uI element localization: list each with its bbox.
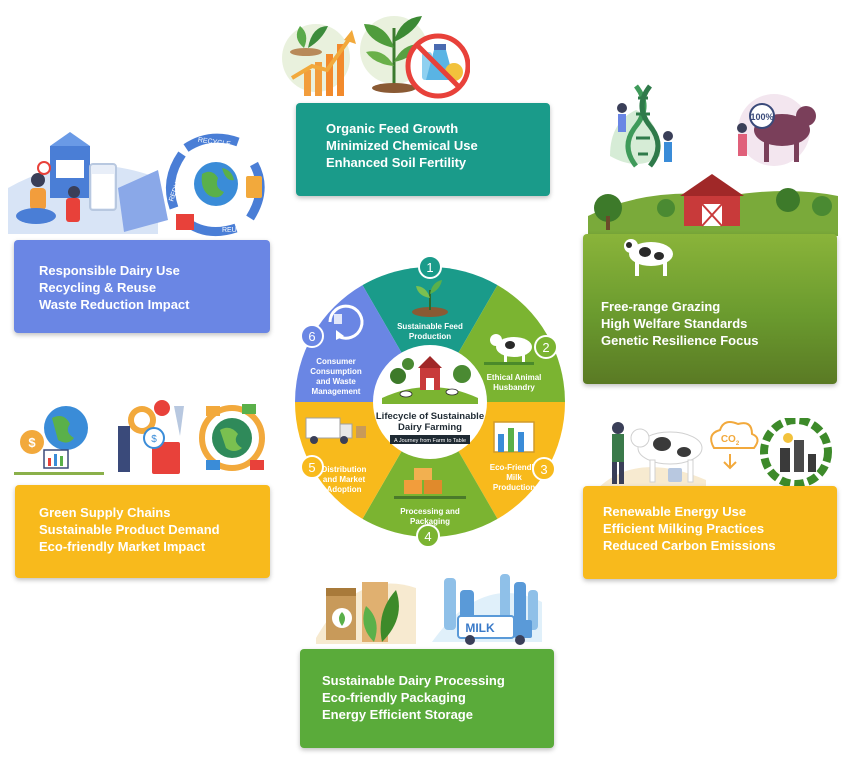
stage-1-number-badge: 1 [418,255,442,279]
stage-5-label-line-2: and Market [323,475,366,484]
grazing-cow-icon [624,239,673,276]
lifecycle-wheel: Sustainable Feed Production Ethical Anim… [286,252,574,552]
animal-illustration: 100% [588,76,838,236]
milk-truck-label: MILK [465,621,495,635]
reuse-label: REUSE [222,227,246,234]
stage-5-number: 5 [308,460,315,475]
stage-2-label-line-1: Ethical Animal [487,373,542,382]
feed-illustration [282,8,470,102]
recycle-icon [328,304,364,340]
milk-benefit-1: Renewable Energy Use [603,504,747,519]
recycle-label: RECYCLE [197,137,231,149]
animal-benefit-3: Genetic Resilience Focus [601,333,759,348]
stage-4-label-line-2: Packaging [410,517,450,526]
shopping-icon: $ [118,400,184,474]
stage-2-number: 2 [542,340,549,355]
welfare-badge: 100% [750,112,773,122]
feed-benefits-panel: Organic Feed Growth Minimized Chemical U… [296,103,550,196]
processing-benefit-3: Energy Efficient Storage [322,707,473,722]
stage-3-label-line-2: Milk [506,473,522,482]
truck-icon [305,417,366,444]
stage-5-number-badge: 5 [300,455,324,479]
co2-label: CO [721,434,736,445]
stage-1-number: 1 [426,260,433,275]
paper-bag-icon [316,582,416,644]
stage-5-label-line-3: Adoption [326,485,361,494]
distribution-illustration: $ $ [14,398,276,482]
milk-benefit-2: Efficient Milking Practices [603,521,765,536]
distribution-benefits-panel: Green Supply Chains Sustainable Product … [15,485,270,578]
milking-cow-icon [596,422,706,490]
distribution-benefit-3: Eco-friendly Market Impact [39,539,206,554]
milk-benefits-panel: Renewable Energy Use Efficient Milking P… [583,486,837,579]
stage-4-label-line-1: Processing and [400,507,460,516]
stage-6-label-line-3: and Waste [316,377,356,386]
consumption-benefits-panel: Responsible Dairy Use Recycling & Reuse … [14,240,270,333]
stage-3-number-badge: 3 [532,457,556,481]
milk-benefit-3: Reduced Carbon Emissions [603,538,776,553]
cow-icon: 100% [737,94,816,166]
factory-leaf-icon [760,418,832,488]
consumption-illustration: RECYCLE REUSE REDUCE [8,128,284,240]
stage-3-number: 3 [540,462,547,477]
processing-illustration: MILK [312,568,544,648]
milk-carton-icon [8,132,168,234]
consumption-benefit-3: Waste Reduction Impact [39,297,190,312]
stage-5-label-line-1: Distribution [322,465,367,474]
stage-1-label-line-2: Production [409,332,451,341]
svg-text:$: $ [151,434,157,445]
feed-benefit-2: Minimized Chemical Use [326,138,478,153]
stage-6-label-line-4: Management [312,387,361,396]
feed-benefit-3: Enhanced Soil Fertility [326,155,467,170]
barn-icon [588,174,838,236]
stage-4-number: 4 [424,529,431,544]
distribution-benefit-1: Green Supply Chains [39,505,171,520]
center-title-line-2: Dairy Farming [398,422,462,433]
processing-benefits-panel: Sustainable Dairy Processing Eco-friendl… [300,649,554,748]
boxes-icon [394,468,466,499]
center-title-line-1: Lifecycle of Sustainable [376,411,484,422]
stage-6-label-line-2: Consumption [310,367,362,376]
stage-6-number: 6 [308,329,315,344]
globe-dollar-icon: $ [14,406,104,475]
growth-chart-icon [282,24,356,96]
dna-icon [610,84,673,168]
center-subtitle-bar [390,435,470,444]
svg-text:CO2: CO2 [721,434,740,447]
no-chemicals-icon [405,33,470,99]
dairy-plant-icon: MILK [432,574,542,645]
sector-feed [362,267,498,402]
feed-benefit-1: Organic Feed Growth [326,121,459,136]
consumption-benefit-2: Recycling & Reuse [39,280,157,295]
processing-benefit-1: Sustainable Dairy Processing [322,673,505,688]
stage-3-label-line-1: Eco-Friendly [490,463,539,472]
consumption-benefit-1: Responsible Dairy Use [39,263,180,278]
stage-6-number-badge: 6 [300,324,324,348]
recycle-globe-icon: RECYCLE REUSE REDUCE [165,133,265,237]
cow-icon [484,334,534,365]
sprout-icon [412,280,448,317]
milking-icon [493,421,535,453]
co2-subscript: 2 [736,441,740,447]
animal-benefits-panel: Free-range Grazing High Welfare Standard… [583,234,837,384]
co2-cloud-icon: CO2 [710,421,759,470]
center-subtitle: A Journey from Farm to Table [394,438,466,444]
distribution-benefit-2: Sustainable Product Demand [39,522,220,537]
stage-3-label-line-3: Production [493,483,535,492]
processing-benefit-2: Eco-friendly Packaging [322,690,466,705]
svg-text:$: $ [28,435,36,450]
stage-1-label-line-1: Sustainable Feed [397,322,463,331]
stage-6-label-line-1: Consumer [316,357,356,366]
milk-illustration: CO2 [596,418,836,490]
animal-benefit-2: High Welfare Standards [601,316,748,331]
stage-4-number-badge: 4 [416,524,440,548]
farm-scene-icon [382,356,478,404]
animal-benefit-1: Free-range Grazing [601,299,721,314]
stage-2-label-line-2: Husbandry [493,383,535,392]
globe-cycle-icon [199,404,265,471]
stage-2-number-badge: 2 [534,335,558,359]
